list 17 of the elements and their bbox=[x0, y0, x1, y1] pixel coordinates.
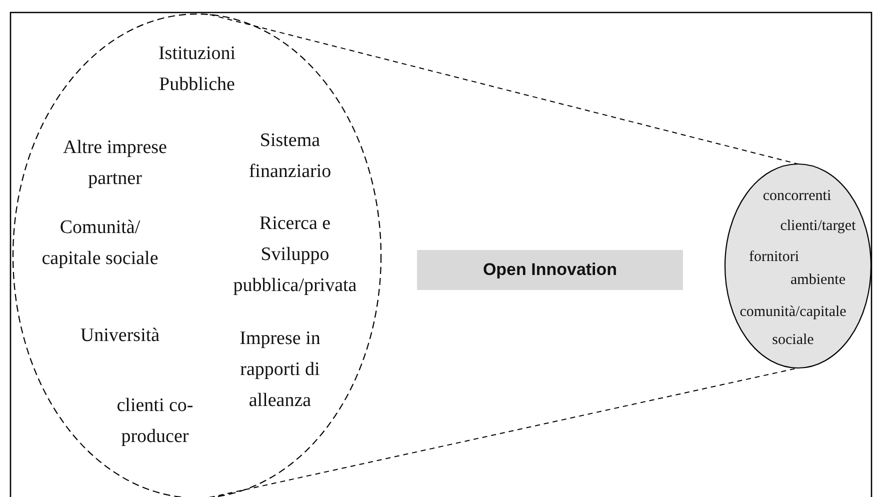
node-label: comunità/capitale sociale bbox=[738, 303, 848, 350]
node-label: Altre imprese partner bbox=[62, 136, 168, 191]
node-label: Sistema finanziario bbox=[248, 129, 332, 184]
node-label: Università bbox=[79, 324, 161, 348]
node-label: fornitori bbox=[748, 248, 800, 267]
node-label: Imprese in rapporti di alleanza bbox=[238, 327, 322, 413]
node-label: clienti/target bbox=[779, 217, 857, 236]
node-label: Comunità/ capitale sociale bbox=[40, 216, 160, 271]
node-label: Ricerca e Sviluppo pubblica/privata bbox=[232, 212, 358, 298]
label-box bbox=[417, 250, 683, 290]
node-label: Open Innovation bbox=[482, 260, 618, 280]
node-label: ambiente bbox=[790, 271, 846, 290]
node-label: Istituzioni Pubbliche bbox=[157, 42, 237, 97]
node-label: clienti co-producer bbox=[116, 394, 194, 449]
connector-line bbox=[209, 14, 798, 164]
ellipse bbox=[724, 163, 872, 369]
node-label: concorrenti bbox=[762, 187, 832, 206]
